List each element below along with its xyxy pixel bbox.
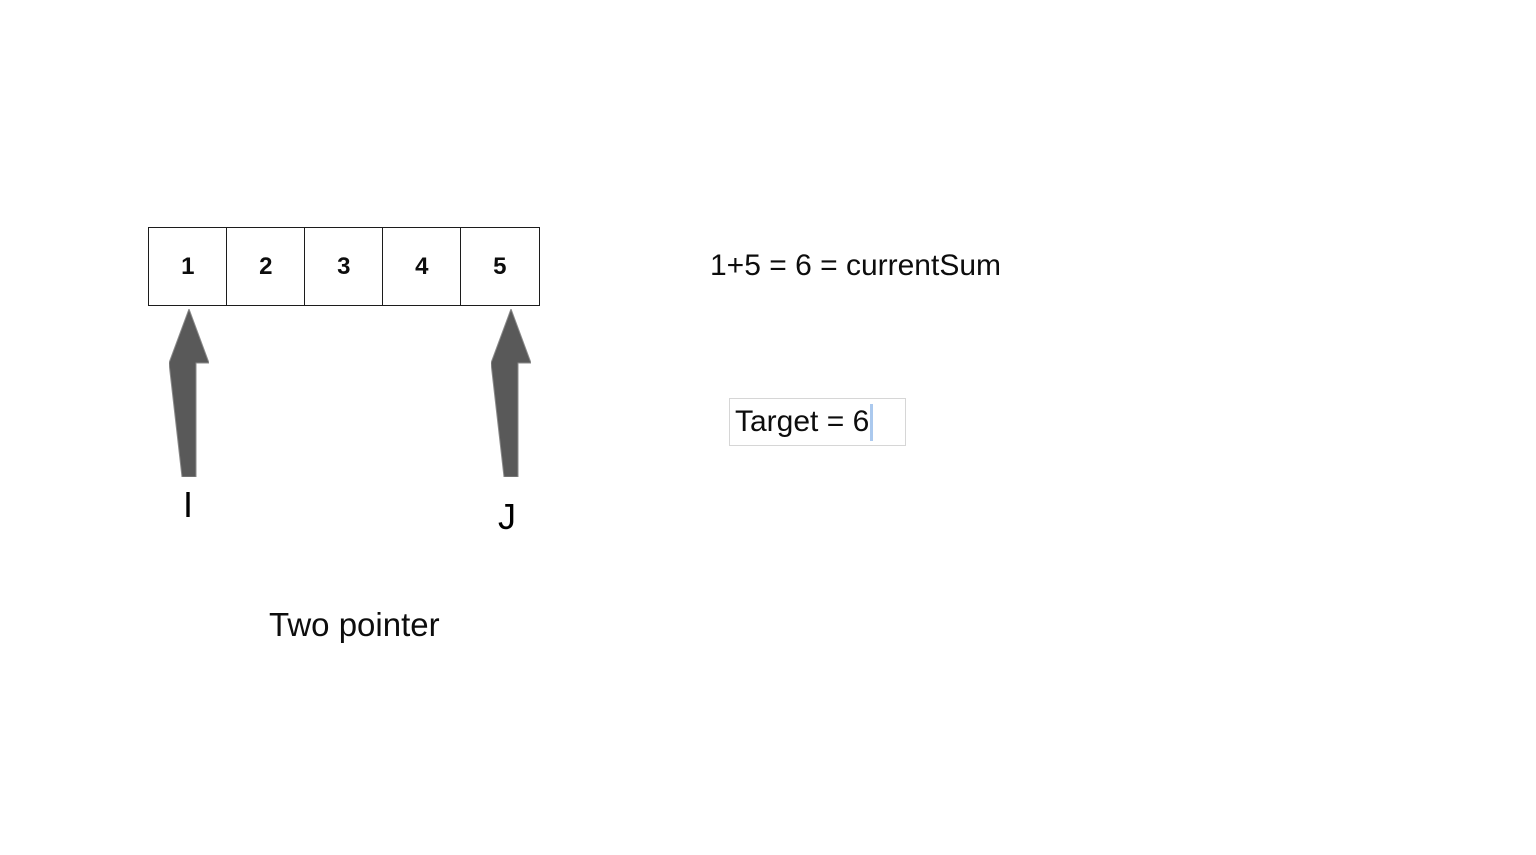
current-sum-equation[interactable]: 1+5 = 6 = currentSum [710, 249, 1002, 282]
pointer-i-label[interactable]: I [183, 484, 194, 525]
array-cell[interactable]: 3 [304, 227, 384, 306]
array-cell[interactable]: 4 [382, 227, 462, 306]
array-cell[interactable]: 5 [460, 227, 540, 306]
caption-two-pointer[interactable]: Two pointer [269, 606, 440, 643]
array-cell[interactable]: 1 [148, 227, 228, 306]
text-caret [870, 403, 874, 441]
pointer-j-arrow[interactable] [491, 309, 531, 477]
array-cell[interactable]: 2 [226, 227, 306, 306]
pointer-j-label[interactable]: J [498, 496, 516, 537]
pointer-i-arrow[interactable] [169, 309, 209, 477]
target-text: Target = 6 [735, 405, 870, 438]
target-textbox[interactable]: Target = 6 [729, 398, 906, 446]
